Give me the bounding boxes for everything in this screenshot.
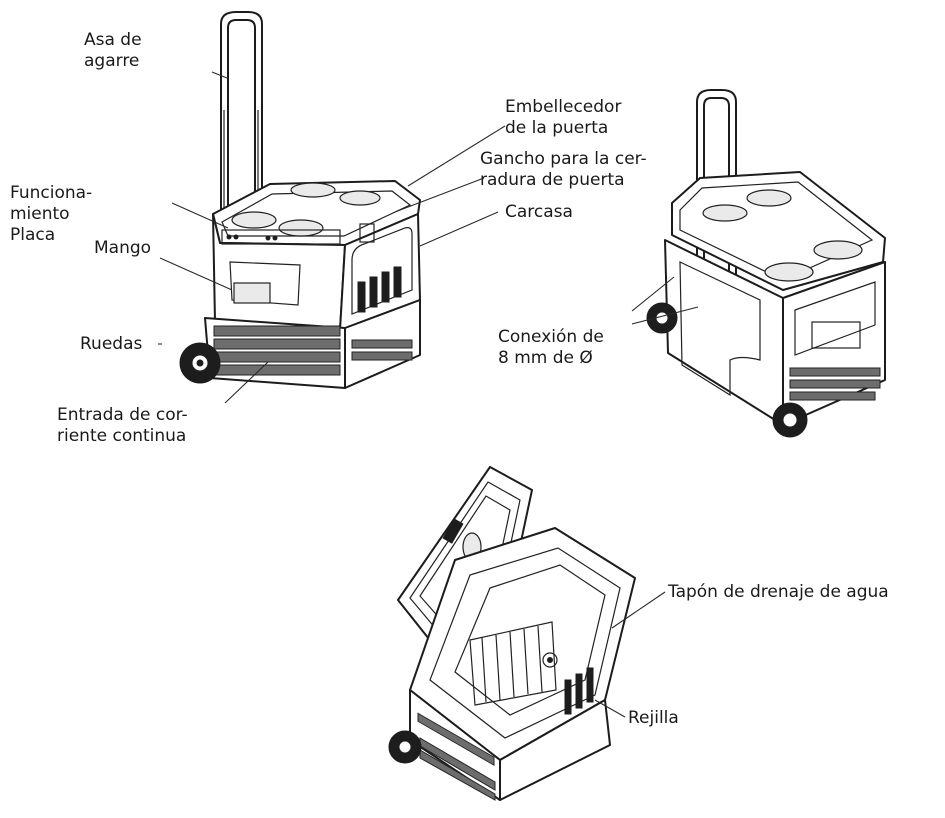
label-wheels: Ruedas <box>80 334 143 354</box>
label-grip-handle: Asa de agarre <box>84 30 142 72</box>
label-dc-input-line1: Entrada de cor- <box>57 405 188 425</box>
label-door-latch-hook-line2: radura de puerta <box>480 170 625 190</box>
cooler-front-view <box>179 11 421 389</box>
label-drain-plug: Tapón de drenaje de agua <box>668 582 889 602</box>
label-housing: Carcasa <box>505 202 573 222</box>
label-grip-handle-line2: agarre <box>84 51 140 71</box>
label-door-latch-hook: Gancho para la cer- radura de puerta <box>480 149 647 191</box>
cooler-rear-view <box>646 89 886 438</box>
label-connection-8mm-line2: 8 mm de Ø <box>498 348 593 368</box>
label-operation-panel-line1: Funciona- <box>10 183 93 203</box>
label-door-trim-line2: de la puerta <box>505 118 609 138</box>
label-grip-handle-line1: Asa de <box>84 30 142 50</box>
label-connection-8mm: Conexión de 8 mm de Ø <box>498 327 604 369</box>
label-connection-8mm-line1: Conexión de <box>498 327 604 347</box>
leader-lines <box>158 71 699 718</box>
label-operation-panel: Funciona- miento Placa <box>10 183 92 246</box>
label-operation-panel-line3: Placa <box>10 225 56 245</box>
label-door-latch-hook-line1: Gancho para la cer- <box>480 149 647 169</box>
label-operation-panel-line2: miento <box>10 204 70 224</box>
cooler-open-view <box>388 466 636 801</box>
label-dc-input: Entrada de cor- riente continua <box>57 405 188 447</box>
label-grille: Rejilla <box>628 708 679 728</box>
label-door-trim-line1: Embellecedor <box>505 97 622 117</box>
label-door-trim: Embellecedor de la puerta <box>505 97 621 139</box>
label-dc-input-line2: riente continua <box>57 426 187 446</box>
label-handle: Mango <box>94 238 152 258</box>
